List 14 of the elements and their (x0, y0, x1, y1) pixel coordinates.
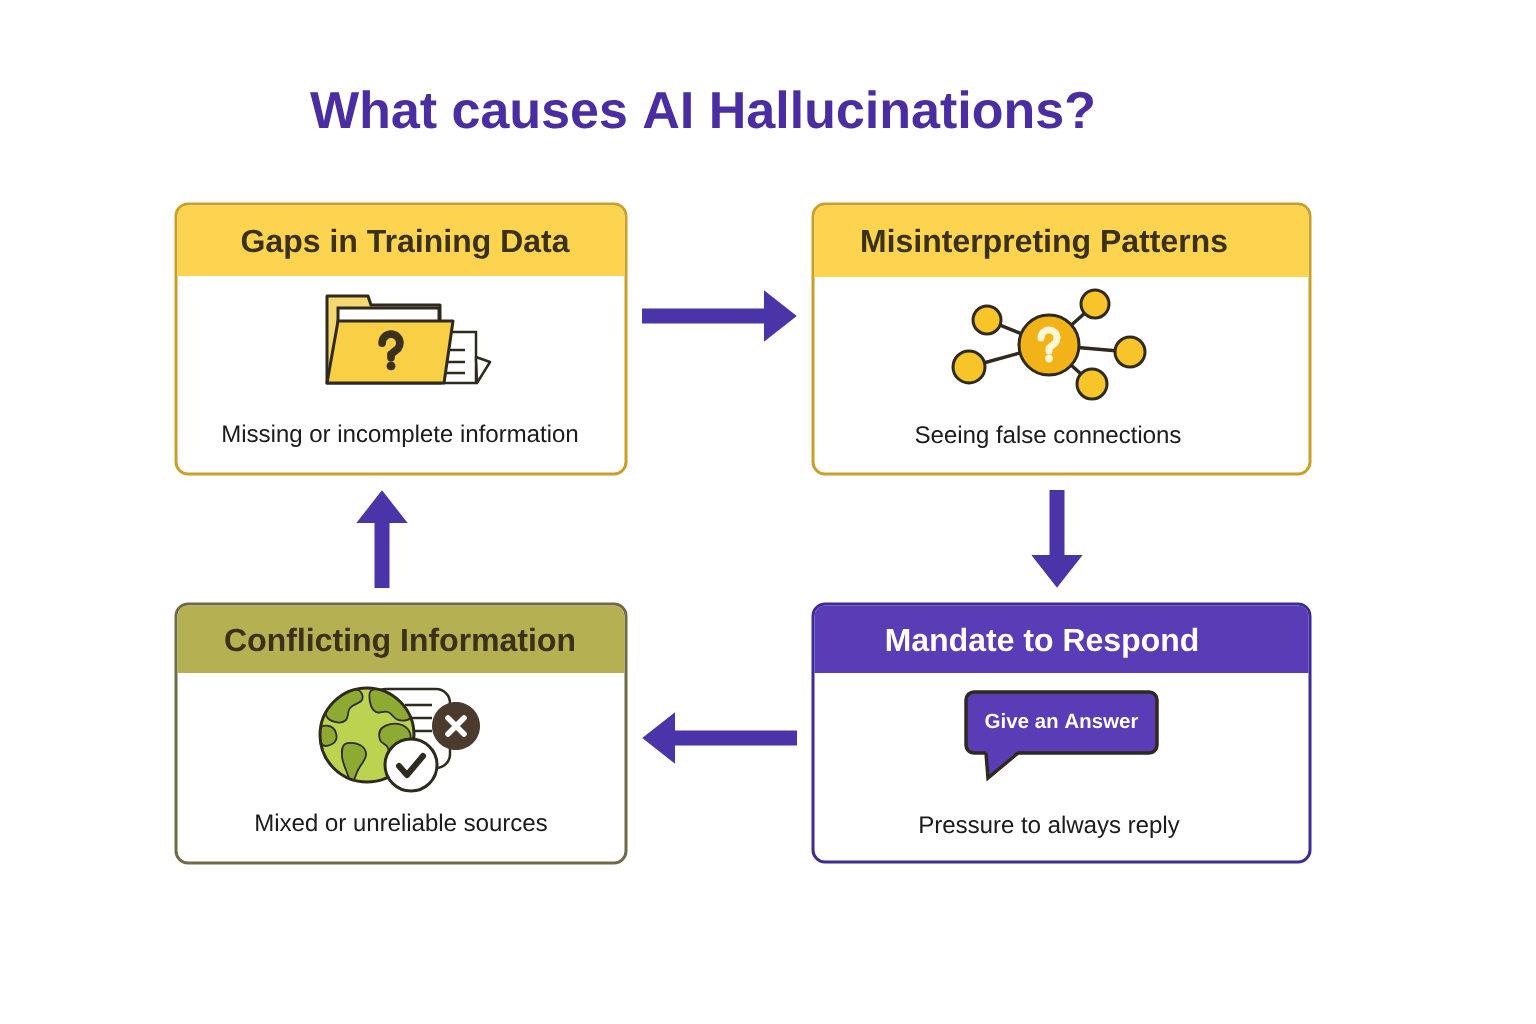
card (811, 602, 1312, 864)
header-bar: Gaps in Training Data (177, 205, 625, 276)
description: Seeing false connections (915, 425, 1181, 448)
card (174, 202, 628, 476)
card (811, 202, 1312, 476)
header-bar: Misinterpreting Patterns (814, 205, 1309, 277)
description: Missing or incomplete information (223, 424, 578, 447)
description: Mixed or unreliable sources (256, 813, 547, 832)
header-bar: Conflicting Information (177, 605, 625, 673)
card (174, 602, 628, 865)
header-bar: Mandate to Respond (814, 605, 1309, 673)
description: Pressure to always reply (920, 815, 1180, 838)
title: What causes AI Hallucinations? (310, 90, 1093, 129)
speech-bubble: Give an Answer (964, 690, 1159, 782)
